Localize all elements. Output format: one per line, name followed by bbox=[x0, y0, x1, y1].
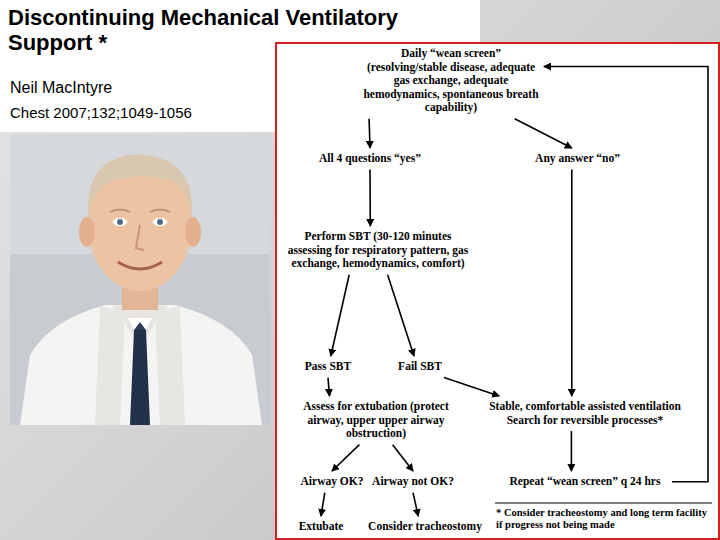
step-text: Daily “wean screen” (resolving/stable di… bbox=[362, 47, 540, 115]
step-text: Repeat “wean screen” q 24 hrs bbox=[502, 475, 668, 489]
flow-arrow bbox=[332, 445, 359, 471]
flow-step: Any answer “no” bbox=[520, 150, 635, 168]
flow-arrow bbox=[571, 431, 573, 471]
step-text: Perform SBT (30-120 minutes assessing fo… bbox=[284, 230, 472, 271]
flow-arrow bbox=[328, 378, 330, 396]
flow-arrow bbox=[515, 119, 572, 148]
flow-arrow bbox=[388, 275, 414, 356]
flow-arrow bbox=[444, 378, 499, 396]
flow-arrow bbox=[393, 445, 413, 471]
flow-arrow bbox=[369, 170, 371, 226]
flow-step: Extubate bbox=[290, 518, 352, 536]
flow-step: Fail SBT bbox=[390, 358, 450, 376]
flow-arrow bbox=[368, 119, 370, 148]
flow-step: Repeat “wean screen” q 24 hrs bbox=[500, 473, 670, 491]
flow-step: All 4 questions “yes” bbox=[305, 150, 435, 168]
step-text: Assess for extubation (protect airway, u… bbox=[295, 400, 457, 441]
flow-step: Perform SBT (30-120 minutes assessing fo… bbox=[282, 228, 474, 273]
author-name: Neil MacIntyre bbox=[10, 78, 270, 97]
step-text: Airway not OK? bbox=[372, 475, 454, 489]
flowchart-panel bbox=[276, 43, 719, 539]
step-text: All 4 questions “yes” bbox=[307, 152, 433, 166]
footnote: * Consider tracheostomy and long term fa… bbox=[496, 507, 714, 531]
portrait-photo bbox=[10, 134, 270, 425]
flow-step: Stable, comfortable assisted ventilation… bbox=[472, 398, 698, 429]
step-text: Any answer “no” bbox=[522, 152, 633, 166]
flow-step: Airway not OK? bbox=[370, 473, 456, 491]
flow-arrow bbox=[571, 170, 573, 396]
step-text: Consider tracheostomy bbox=[359, 520, 491, 534]
flow-step: Assess for extubation (protect airway, u… bbox=[293, 398, 459, 443]
footnote-rule bbox=[495, 503, 712, 504]
flow-arrow bbox=[331, 275, 349, 356]
step-text: Extubate bbox=[292, 520, 350, 534]
flow-step: Consider tracheostomy bbox=[357, 518, 493, 536]
flow-step: Pass SBT bbox=[300, 358, 356, 376]
flow-step: Daily “wean screen” (resolving/stable di… bbox=[360, 45, 542, 117]
step-text: Stable, comfortable assisted ventilation… bbox=[474, 400, 696, 427]
step-text: Pass SBT bbox=[302, 360, 354, 374]
step-text: Fail SBT bbox=[392, 360, 448, 374]
flow-arrow bbox=[413, 493, 418, 516]
flow-arrow bbox=[321, 493, 325, 516]
step-text: Airway OK? bbox=[298, 475, 366, 489]
citation: Chest 2007;132;1049-1056 bbox=[10, 104, 270, 122]
flow-step: Airway OK? bbox=[296, 473, 368, 491]
